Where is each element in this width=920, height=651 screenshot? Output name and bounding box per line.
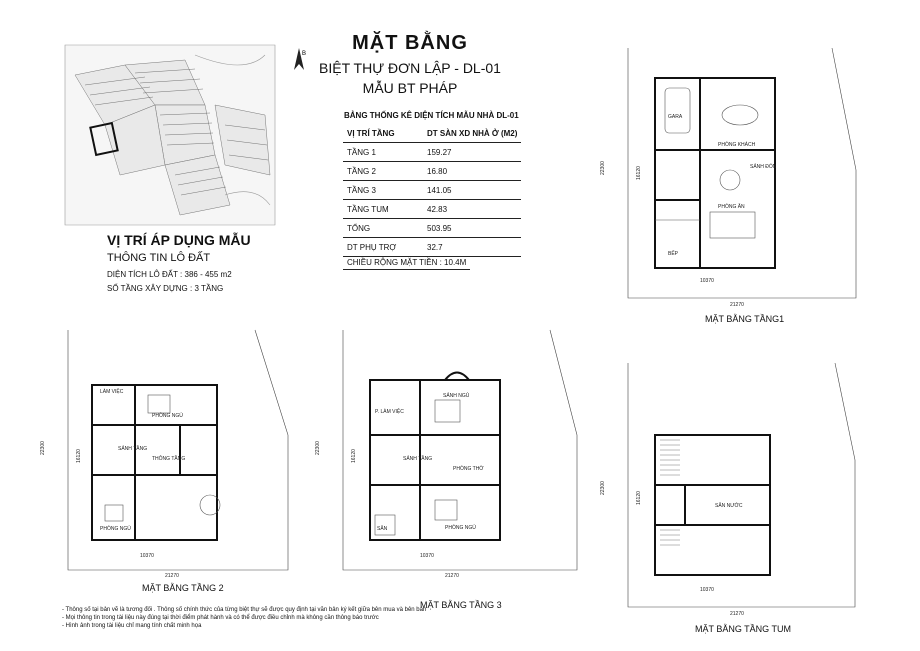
floor-tum-plan: SÂN NƯỚC 10370 21270 22300 16120	[600, 362, 856, 617]
floor-value: 141.05	[423, 180, 522, 200]
table-row: TẦNG 3 141.05	[343, 180, 522, 200]
floor-label: TẦNG 1	[343, 142, 423, 162]
floor-2-label: MẶT BẰNG TẦNG 2	[142, 583, 224, 593]
dim-inner: 10370	[140, 553, 154, 559]
floor-tum-label: MẶT BẰNG TẦNG TUM	[695, 624, 792, 634]
north-arrow-icon: B	[294, 48, 306, 70]
stats-heading: BẢNG THỐNG KÊ DIỆN TÍCH MẪU NHÀ DL-01	[344, 111, 519, 120]
room-label: PHÒNG NGỦ	[152, 412, 183, 419]
table-row: DT PHỤ TRỢ 32.7	[343, 237, 522, 257]
dim-width: 21270	[445, 573, 459, 579]
frontage-width: CHIỀU RỘNG MẶT TIỀN : 10.4M	[343, 256, 471, 270]
dim-height-inner: 16120	[76, 449, 82, 463]
room-label: PHÒNG ĂN	[718, 203, 745, 210]
col-area-header: DT SÀN XD NHÀ Ở (M2)	[423, 124, 522, 143]
site-location-map	[64, 44, 276, 226]
dim-inner: 10370	[420, 553, 434, 559]
room-label: SẢNH ĐÓN	[750, 163, 777, 170]
table-row: TẦNG TUM 42.83	[343, 199, 522, 219]
room-label: LÀM VIỆC	[100, 387, 124, 395]
room-label: PHÒNG KHÁCH	[718, 141, 756, 148]
page-subtitle: BIỆT THỰ ĐƠN LẬP - DL-01	[319, 60, 501, 76]
room-label: PHÒNG NGỦ	[100, 525, 131, 532]
floor-value: 159.27	[423, 142, 522, 162]
room-label: P. LÀM VIỆC	[375, 407, 404, 415]
floor-label: DT PHỤ TRỢ	[343, 237, 423, 257]
lot-info-heading: THÔNG TIN LÔ ĐẤT	[107, 252, 211, 264]
floor-1-label: MẶT BẰNG TẦNG1	[705, 314, 785, 324]
room-label: SÂN	[377, 525, 388, 532]
floor-label: TẦNG 2	[343, 161, 423, 181]
col-floor-header: VỊ TRÍ TẦNG	[343, 124, 423, 143]
disclaimer-notes: - Thông số tại bản vẽ là tương đối . Thô…	[62, 606, 426, 630]
dim-height: 22300	[315, 441, 321, 455]
table-row: VỊ TRÍ TẦNG DT SÀN XD NHÀ Ở (M2)	[343, 124, 522, 143]
dim-width: 21270	[730, 611, 744, 617]
dim-height: 22300	[600, 161, 606, 175]
dim-inner: 10370	[700, 278, 714, 284]
floor-count: SỐ TẦNG XÂY DỰNG : 3 TẦNG	[107, 284, 224, 293]
room-label: PHÒNG NGỦ	[445, 524, 476, 531]
page-title: MẶT BẰNG	[352, 32, 468, 54]
dim-height-inner: 16120	[636, 491, 642, 505]
svg-text:B: B	[302, 51, 306, 57]
dim-height: 22300	[40, 441, 46, 455]
floor-value: 32.7	[423, 237, 522, 257]
floor-3-plan: P. LÀM VIỆC SẢNH NGỦ SẢNH TẦNG PHÒNG THỜ…	[315, 329, 578, 579]
table-row: TẦNG 1 159.27	[343, 142, 522, 162]
floor-label: TẦNG 3	[343, 180, 423, 200]
floor-1-plan: GARA PHÒNG KHÁCH SẢNH ĐÓN PHÒNG ĂN BẾP 1…	[600, 47, 857, 308]
table-row: TỔNG 503.95	[343, 218, 522, 238]
table-row: TẦNG 2 16.80	[343, 161, 522, 181]
floor-2-plan: LÀM VIỆC PHÒNG NGỦ SẢNH TẦNG THÔNG TẦNG …	[40, 329, 289, 579]
floor-label: TỔNG	[343, 218, 423, 238]
dim-width: 21270	[730, 302, 744, 308]
room-label: BẾP	[668, 250, 679, 257]
dim-height: 22300	[600, 481, 606, 495]
floor-label: TẦNG TUM	[343, 199, 423, 219]
room-label: PHÒNG THỜ	[453, 465, 484, 472]
stats-table: VỊ TRÍ TẦNG DT SÀN XD NHÀ Ở (M2) TẦNG 1 …	[343, 124, 522, 257]
floor-value: 16.80	[423, 161, 522, 181]
room-label: SÂN NƯỚC	[715, 502, 743, 509]
floor-3-label: MẶT BẰNG TẦNG 3	[420, 600, 502, 610]
floor-value: 503.95	[423, 218, 522, 238]
room-label: SẢNH NGỦ	[443, 392, 470, 399]
note-line: - Hình ảnh trong tài liệu chỉ mang tính …	[62, 623, 202, 629]
room-label: THÔNG TẦNG	[152, 455, 185, 462]
dim-height-inner: 16120	[636, 166, 642, 180]
room-label: SẢNH TẦNG	[118, 445, 147, 452]
room-label: GARA	[668, 114, 683, 120]
room-label: SẢNH TẦNG	[403, 455, 432, 462]
dim-inner: 10370	[700, 587, 714, 593]
note-line: - Mọi thông tin trong tài liệu này đúng …	[62, 615, 379, 621]
note-line: - Thông số tại bản vẽ là tương đối . Thô…	[62, 607, 427, 613]
dim-height-inner: 16120	[351, 449, 357, 463]
lot-area: DIỆN TÍCH LÔ ĐẤT : 386 - 455 m2	[107, 270, 232, 279]
floor-value: 42.83	[423, 199, 522, 219]
location-title: VỊ TRÍ ÁP DỤNG MẪU	[107, 232, 251, 248]
style-label: MẪU BT PHÁP	[362, 80, 458, 96]
dim-width: 21270	[165, 573, 179, 579]
